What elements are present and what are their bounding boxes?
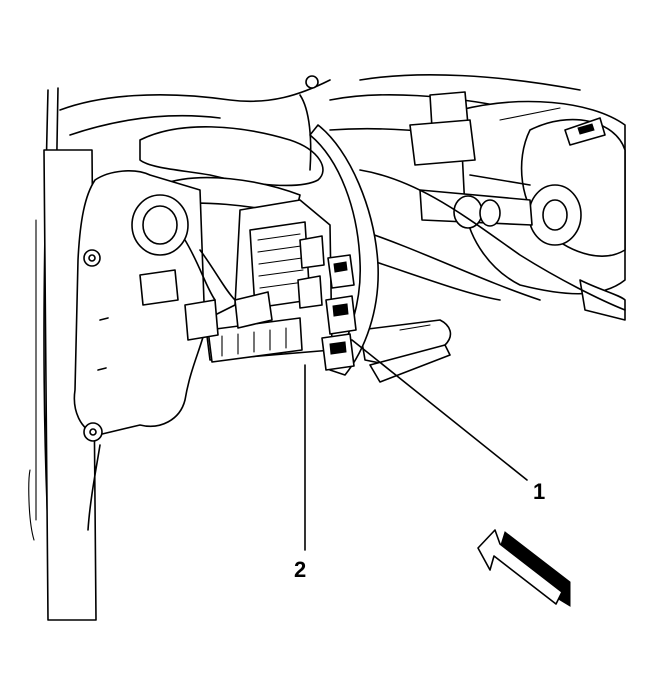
- callout-label-1: 1: [533, 479, 545, 504]
- view-direction-arrow-icon: [477, 529, 571, 607]
- mounting-bracket: [73, 170, 206, 531]
- harness-connectors: [321, 254, 357, 371]
- control-module: [184, 199, 333, 363]
- callout-label-2: 2: [294, 557, 306, 582]
- leader-line-1: [351, 339, 528, 481]
- steering-column: [409, 91, 626, 321]
- lower-ip-structure: [359, 169, 626, 383]
- callout-leaders: [304, 339, 528, 551]
